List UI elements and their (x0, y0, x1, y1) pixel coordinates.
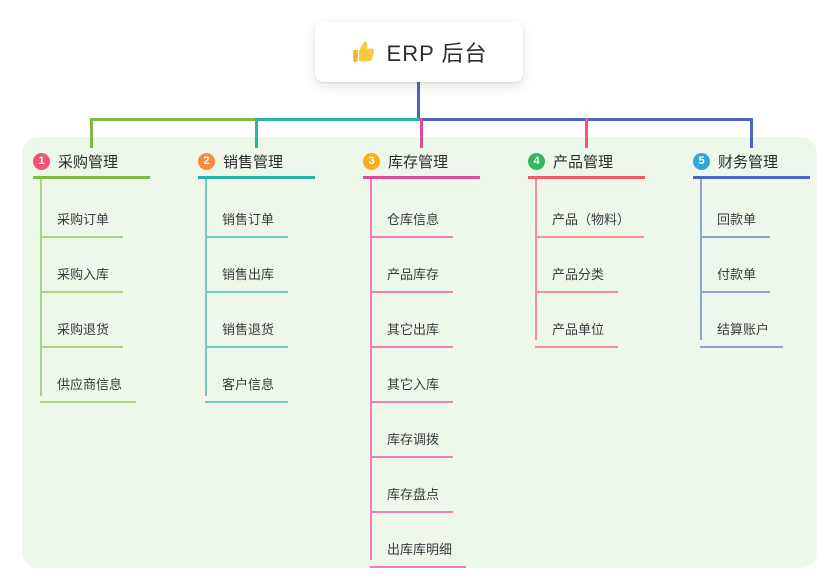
branch-label: 销售管理 (223, 153, 284, 171)
node-product-stock[interactable]: 产品库存 (370, 249, 454, 293)
branch-spine-line (370, 178, 372, 560)
root-connector-line (417, 82, 420, 121)
branch-header-finance[interactable]: 5 财务管理 (693, 146, 810, 179)
node-product-material[interactable]: 产品（物料） (535, 194, 645, 238)
node-purchase-order[interactable]: 采购订单 (40, 194, 124, 238)
branch-spine-line (40, 178, 42, 396)
branch-label: 财务管理 (718, 153, 779, 171)
branch-header-sales[interactable]: 2 销售管理 (198, 146, 315, 179)
node-receipt-order[interactable]: 回款单 (700, 194, 771, 238)
node-stock-detail[interactable]: 出库库明细 (370, 524, 467, 568)
node-product-category[interactable]: 产品分类 (535, 249, 619, 293)
branch-header-product[interactable]: 4 产品管理 (528, 146, 645, 179)
branch-header-purchase[interactable]: 1 采购管理 (33, 146, 150, 179)
bus-segment-middle (255, 118, 422, 121)
branch-inventory: 3 库存管理 仓库信息 产品库存 其它出库 其它入库 库存调拨 库存盘点 出库库… (363, 0, 493, 588)
root-label: ERP 后台 (386, 41, 488, 66)
branches-panel (22, 137, 817, 568)
branch-drop-line (420, 118, 423, 148)
node-purchase-inbound[interactable]: 采购入库 (40, 249, 124, 293)
root-node[interactable]: ERP 后台 (315, 22, 523, 82)
node-warehouse-info[interactable]: 仓库信息 (370, 194, 454, 238)
bus-segment-left (90, 118, 256, 121)
node-sales-return[interactable]: 销售退货 (205, 304, 289, 348)
branch-product: 4 产品管理 产品（物料） 产品分类 产品单位 (528, 0, 658, 588)
node-sales-outbound[interactable]: 销售出库 (205, 249, 289, 293)
node-payment-order[interactable]: 付款单 (700, 249, 771, 293)
branch-number-badge: 3 (363, 152, 380, 170)
branch-spine-line (535, 178, 537, 340)
branch-spine-line (700, 178, 702, 340)
branch-purchase: 1 采购管理 采购订单 采购入库 采购退货 供应商信息 (33, 0, 163, 588)
branch-spine-line (205, 178, 207, 396)
node-stock-transfer[interactable]: 库存调拨 (370, 414, 454, 458)
branch-drop-line (90, 118, 93, 148)
branch-finance: 5 财务管理 回款单 付款单 结算账户 (693, 0, 823, 588)
node-supplier-info[interactable]: 供应商信息 (40, 359, 137, 403)
branch-number-badge: 4 (528, 152, 545, 170)
branch-drop-line (750, 118, 753, 148)
node-settlement-account[interactable]: 结算账户 (700, 304, 784, 348)
branch-label: 产品管理 (553, 153, 614, 171)
branch-number-badge: 2 (198, 152, 215, 170)
thumbs-up-icon (351, 39, 377, 65)
node-stock-count[interactable]: 库存盘点 (370, 469, 454, 513)
node-other-outbound[interactable]: 其它出库 (370, 304, 454, 348)
branch-label: 采购管理 (58, 153, 119, 171)
node-other-inbound[interactable]: 其它入库 (370, 359, 454, 403)
branch-header-inventory[interactable]: 3 库存管理 (363, 146, 480, 179)
branch-drop-line (255, 118, 258, 148)
branch-number-badge: 1 (33, 152, 50, 170)
branch-sales: 2 销售管理 销售订单 销售出库 销售退货 客户信息 (198, 0, 328, 588)
node-customer-info[interactable]: 客户信息 (205, 359, 289, 403)
branch-drop-line (585, 118, 588, 148)
branch-number-badge: 5 (693, 152, 710, 170)
branch-label: 库存管理 (388, 153, 449, 171)
node-purchase-return[interactable]: 采购退货 (40, 304, 124, 348)
node-product-unit[interactable]: 产品单位 (535, 304, 619, 348)
node-sales-order[interactable]: 销售订单 (205, 194, 289, 238)
